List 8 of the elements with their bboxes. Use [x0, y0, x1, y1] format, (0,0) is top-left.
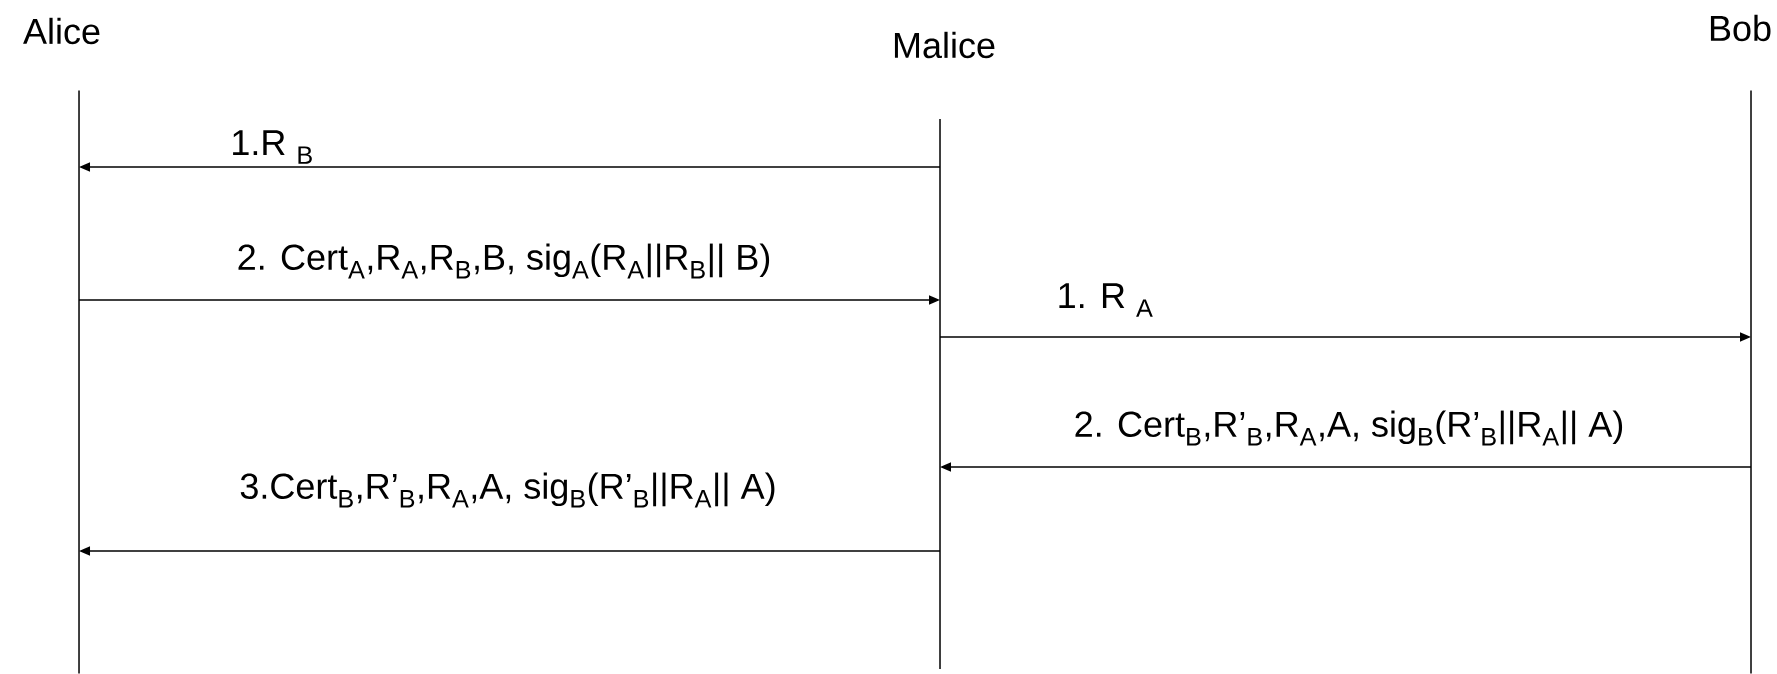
message-label: 1.R $_{B}$ [233, 130, 312, 164]
message-label: 2. Cert$_{B}$,R’$_{B}$,R$_{A}$,A, sig$_{B}$(R’$_{B}$||R$_{A}$|| A) [1075, 410, 1623, 446]
participant-name: Bob [1710, 14, 1771, 42]
message-label: 2. Cert$_{A}$,R$_{A}$,R$_{B}$,B, sig$_{A}$(R$_{A}$||R$_{B}$|| B) [238, 243, 770, 279]
participant-name: Alice [23, 17, 100, 45]
participant-name: Malice [894, 31, 995, 59]
message-label: 3.Cert$_{B}$,R’$_{B}$,R$_{A}$,A, sig$_{B}$(R’$_{B}$||R$_{A}$|| A) [240, 472, 775, 508]
message-label: 1. R $_{A}$ [1059, 283, 1153, 317]
